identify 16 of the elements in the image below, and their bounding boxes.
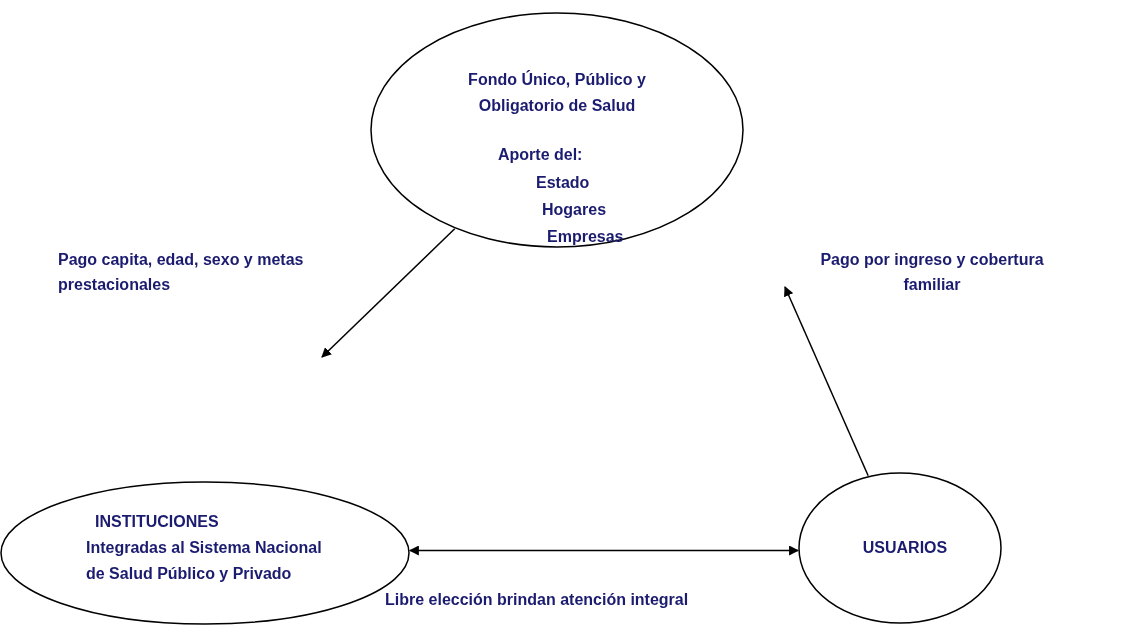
node-text: Estado [536,173,591,193]
fund-ellipse [370,12,744,248]
node-text: Empresas [547,227,625,247]
edge-label: Pago capita, edad, sexo y metas prestacionales [58,250,305,295]
edge-label: Pago por ingreso y cobertura familiar [819,250,1045,295]
node-text: Aporte del: [498,145,584,165]
node-title: USUARIOS [861,538,949,558]
node-title: Fondo Único, Público y Obligatorio de Salud [467,69,647,116]
arrow [408,545,800,556]
node-text: Integradas al Sistema Nacional de Salud Público y Privado [86,538,323,584]
edge-label: Libre elección brindan atención integral [385,590,690,610]
node-text: Hogares [542,200,608,220]
arrow [784,286,869,477]
node-title: INSTITUCIONES [95,512,220,532]
users-ellipse [798,472,1002,624]
arrow [321,228,456,358]
